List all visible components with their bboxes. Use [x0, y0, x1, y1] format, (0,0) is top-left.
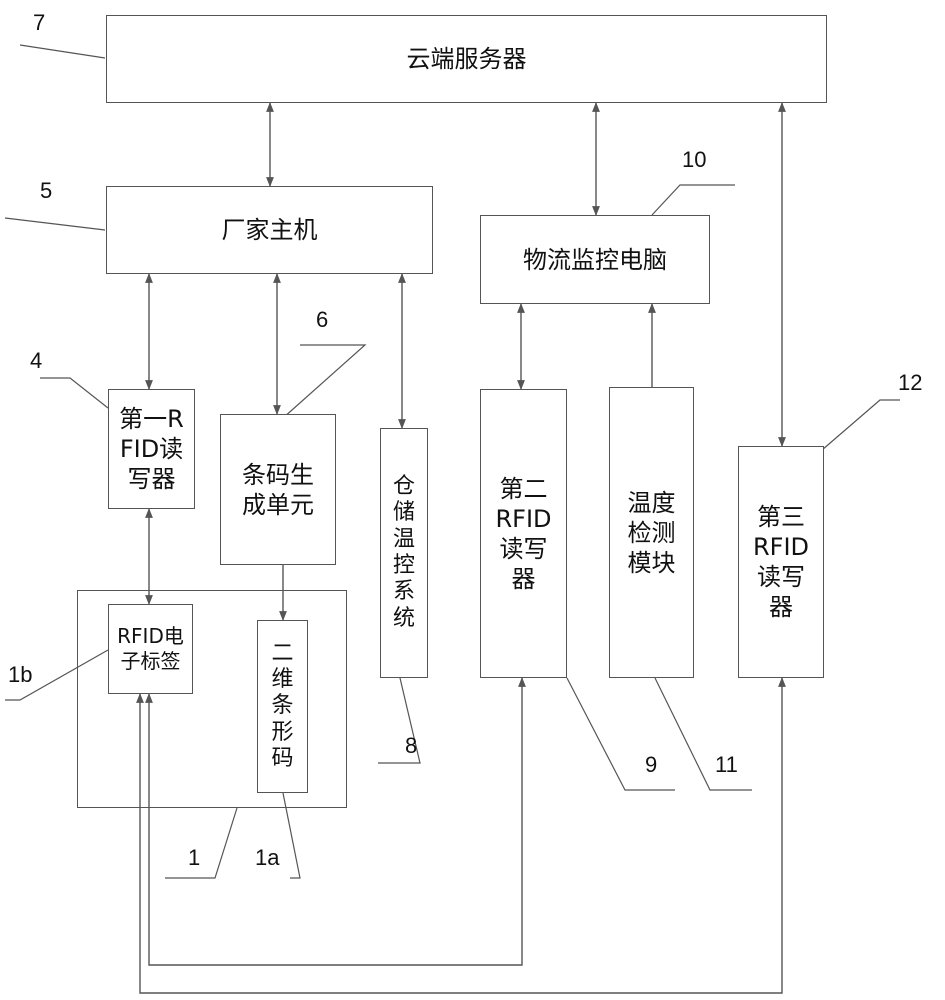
- leader-1a: [282, 792, 301, 879]
- leader-11: [654, 677, 752, 791]
- manufacturer-host-box: 厂家主机: [106, 186, 433, 274]
- qr-barcode-box: 二 维 条 形 码: [257, 620, 308, 793]
- ref-label-9: 9: [645, 752, 658, 777]
- ref-label-12: 12: [898, 370, 923, 395]
- ref-label-6: 6: [316, 307, 329, 332]
- second-rfid-reader-box: 第二 RFID 读写 器: [480, 389, 567, 678]
- ref-label-4: 4: [30, 348, 43, 373]
- ref-label-10: 10: [682, 147, 707, 172]
- product-package-frame: [77, 590, 347, 808]
- ref-label-8: 8: [405, 733, 418, 758]
- logistics-monitor-pc-box: 物流监控电脑: [480, 215, 710, 304]
- leader-9: [566, 677, 675, 791]
- ref-label-1: 1: [188, 845, 201, 870]
- leader-5: [4, 217, 106, 231]
- first-rfid-reader-box: 第一R FID读 写器: [108, 389, 195, 509]
- cloud-server-box: 云端服务器: [106, 15, 827, 103]
- rfid-electronic-tag-box: RFID电 子标签: [108, 604, 193, 694]
- leader-1: [165, 807, 238, 879]
- leader-6: [282, 344, 367, 419]
- link-tag-reader2: [145, 677, 526, 966]
- link-tag-reader3: [136, 677, 786, 994]
- leader-8: [378, 677, 421, 764]
- ref-label-5: 5: [40, 178, 53, 203]
- leader-7: [19, 44, 106, 59]
- third-rfid-reader-box: 第三 RFID 读写 器: [738, 446, 824, 678]
- leader-4: [40, 377, 109, 409]
- ref-label-1a: 1a: [255, 845, 280, 870]
- warehouse-temperature-control-box: 仓 储 温 控 系 统: [380, 428, 428, 678]
- temperature-detection-module-box: 温度 检测 模块: [609, 387, 694, 678]
- ref-label-11: 11: [715, 752, 738, 777]
- ref-label-7: 7: [33, 10, 46, 35]
- leader-1b: [5, 649, 109, 701]
- ref-label-1b: 1b: [8, 662, 33, 687]
- barcode-generation-unit-box: 条码生 成单元: [220, 414, 336, 565]
- leader-10: [651, 184, 735, 216]
- leader-12: [821, 399, 900, 451]
